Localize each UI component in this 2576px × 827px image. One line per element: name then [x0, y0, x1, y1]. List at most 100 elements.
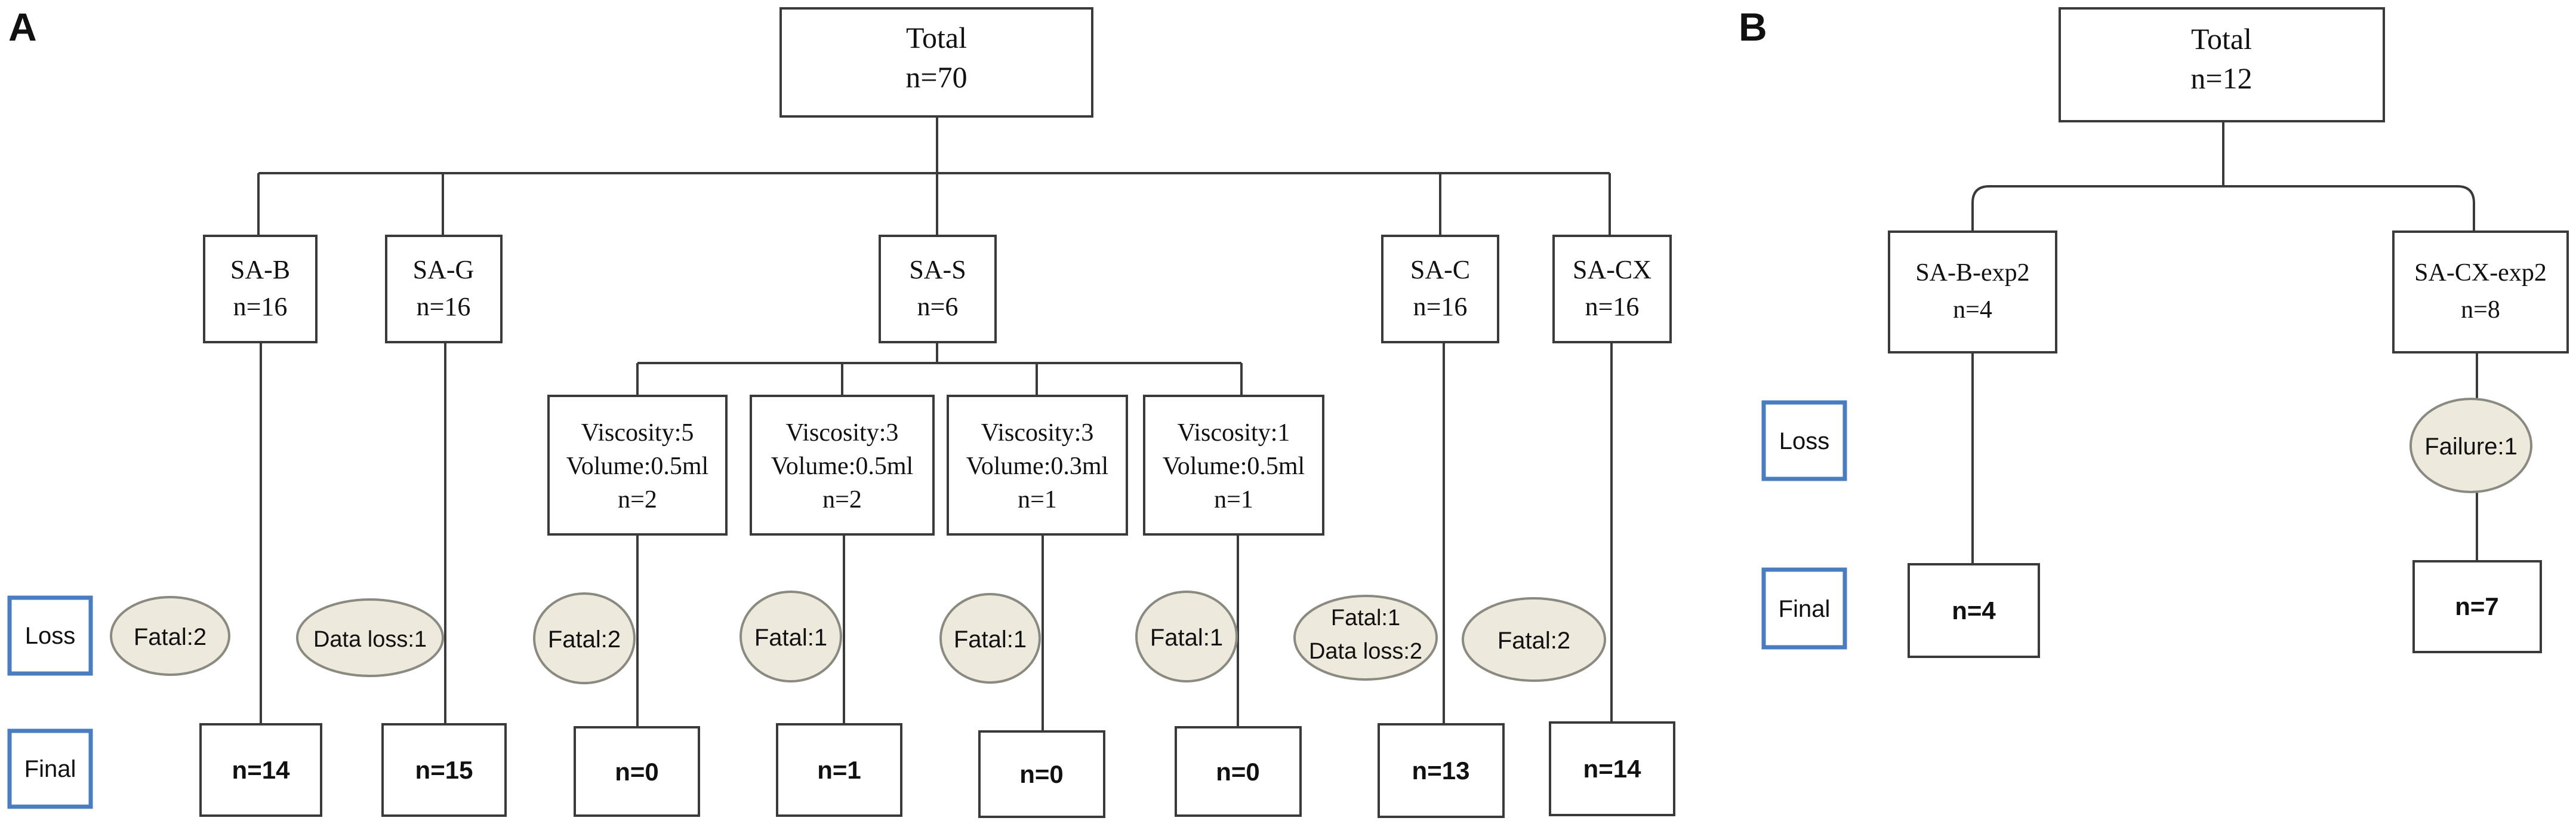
subgroup-viscosity: Viscosity:3 [981, 419, 1094, 447]
final-count: n=0 [1216, 758, 1260, 786]
node-box [547, 395, 728, 536]
loss-oval-sa-cx: Fatal:2 [1462, 597, 1606, 682]
row-label-text: Loss [25, 623, 76, 649]
node-box [1378, 723, 1505, 818]
subgroup-volume: Volume:0.5ml [771, 453, 913, 480]
row-label-loss-a: Loss [7, 595, 93, 676]
node-title: SA-B [230, 255, 290, 284]
row-label-final-b: Final [1761, 567, 1847, 650]
node-box [776, 723, 902, 817]
node-box [574, 726, 700, 817]
loss-text: Fatal:1 [754, 625, 827, 651]
subgroup-node-3: Viscosity:3 Volume:0.3ml n=1 [947, 395, 1128, 536]
final-count: n=7 [2455, 592, 2499, 620]
final-node-sub-4: n=0 [1175, 726, 1302, 817]
node-box [1143, 395, 1324, 536]
node-box [1888, 230, 2057, 353]
loss-oval-sa-cx-exp2: Failure:1 [2409, 398, 2532, 493]
subgroup-count: n=1 [1214, 486, 1253, 514]
subgroup-node-2: Viscosity:3 Volume:0.5ml n=2 [750, 395, 935, 536]
loss-text: Data loss:2 [1309, 639, 1422, 664]
node-title: SA-CX-exp2 [2414, 259, 2547, 287]
subgroup-viscosity: Viscosity:5 [581, 419, 694, 447]
oval-shape [739, 591, 842, 682]
loss-oval-sub-2: Fatal:1 [739, 591, 842, 682]
final-count: n=0 [1019, 760, 1064, 788]
final-node-sub-1: n=0 [574, 726, 700, 817]
final-node-sa-g: n=15 [381, 723, 507, 817]
subgroup-viscosity: Viscosity:3 [786, 419, 899, 447]
node-title: SA-G [413, 255, 474, 284]
node-count: n=70 [905, 60, 967, 94]
node-box [1908, 563, 2040, 658]
loss-text: Fatal:1 [1331, 605, 1400, 631]
row-label-text: Loss [1779, 428, 1830, 454]
node-count: n=6 [917, 292, 959, 321]
node-count: n=16 [1585, 292, 1640, 321]
final-node-sub-3: n=0 [978, 730, 1105, 818]
node-box [1552, 235, 1672, 343]
final-node-sa-cx: n=14 [1549, 721, 1675, 816]
final-node-sub-2: n=1 [776, 723, 902, 817]
node-box [879, 235, 997, 343]
loss-oval-sub-1: Fatal:2 [533, 592, 636, 684]
node-box [1549, 721, 1675, 816]
final-count: n=1 [817, 756, 861, 784]
group-node-sa-s: SA-S n=6 [879, 235, 997, 343]
group-node-sa-cx-exp2: SA-CX-exp2 n=8 [2392, 230, 2569, 353]
oval-shape [1135, 591, 1238, 682]
node-box [779, 7, 1093, 118]
oval-shape [1293, 595, 1438, 681]
row-label-box [7, 595, 93, 676]
subgroup-viscosity: Viscosity:1 [1178, 419, 1290, 447]
node-title: SA-C [1410, 255, 1470, 284]
final-count: n=15 [415, 756, 473, 784]
node-count: n=4 [1953, 296, 1992, 324]
loss-oval-sa-b: Fatal:2 [110, 596, 230, 676]
loss-text: Fatal:2 [548, 626, 621, 653]
node-count: n=12 [2190, 62, 2252, 95]
node-box [203, 235, 318, 343]
loss-text: Fatal:1 [954, 626, 1027, 653]
row-label-final-a: Final [7, 728, 93, 809]
subgroup-count: n=1 [1018, 486, 1057, 514]
final-node-sa-c: n=13 [1378, 723, 1505, 818]
oval-shape [2409, 398, 2532, 493]
row-label-box [7, 728, 93, 809]
subgroup-volume: Volume:0.5ml [1163, 453, 1305, 480]
node-box [2392, 230, 2569, 353]
node-box [978, 730, 1105, 818]
final-count: n=13 [1412, 757, 1470, 785]
group-node-sa-b: SA-B n=16 [203, 235, 318, 343]
loss-oval-sa-g: Data loss:1 [296, 598, 444, 677]
node-title: Total [2191, 22, 2252, 56]
node-count: n=16 [233, 292, 288, 321]
group-node-sa-c: SA-C n=16 [1381, 235, 1499, 343]
oval-shape [939, 593, 1041, 684]
loss-oval-sub-3: Fatal:1 [939, 593, 1041, 684]
node-box [1381, 235, 1499, 343]
row-label-box [1761, 567, 1847, 650]
node-count: n=16 [1413, 292, 1468, 321]
node-box [2412, 560, 2542, 653]
loss-text: Failure:1 [2424, 434, 2518, 460]
row-label-text: Final [24, 756, 76, 782]
loss-text: Fatal:1 [1150, 625, 1223, 651]
node-count: n=8 [2461, 296, 2500, 324]
node-count: n=16 [417, 292, 471, 321]
final-count: n=14 [232, 756, 291, 784]
connector-line [1971, 185, 2475, 232]
panel-label-a: A [8, 5, 37, 49]
oval-shape [1462, 597, 1606, 682]
oval-shape [110, 596, 230, 676]
final-count: n=4 [1952, 597, 1996, 625]
subgroup-node-1: Viscosity:5 Volume:0.5ml n=2 [547, 395, 728, 536]
node-box [2059, 7, 2385, 122]
node-title: SA-S [909, 255, 966, 284]
final-count: n=0 [615, 758, 659, 786]
subgroup-node-4: Viscosity:1 Volume:0.5ml n=1 [1143, 395, 1324, 536]
loss-text: Fatal:2 [1497, 628, 1570, 654]
subgroup-volume: Volume:0.5ml [566, 453, 708, 480]
